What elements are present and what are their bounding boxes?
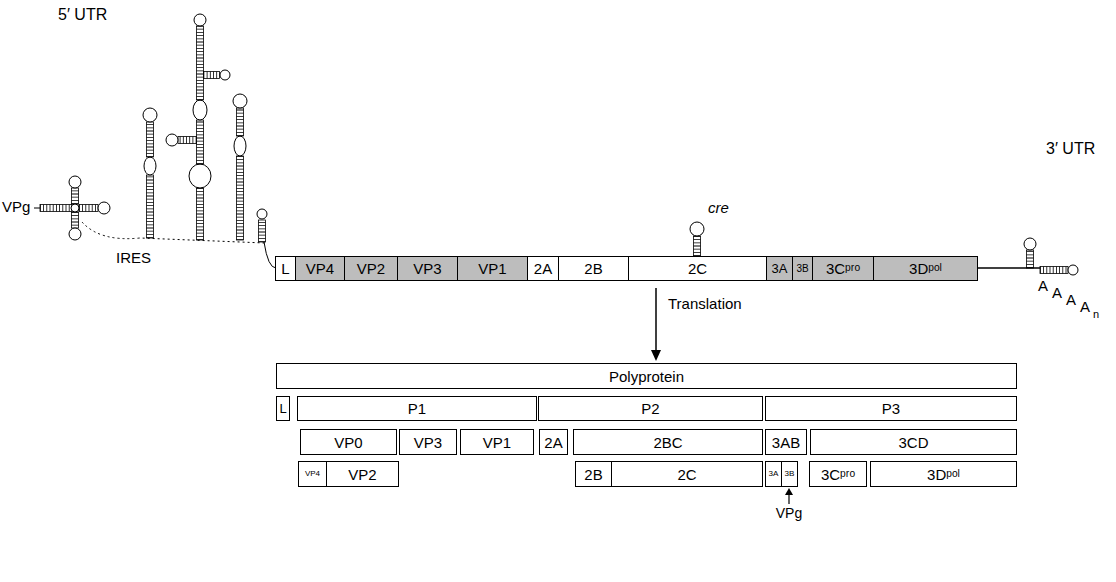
- mature-protein-box: VP2: [326, 461, 399, 487]
- box-label: 3CD: [898, 435, 928, 450]
- box-label: 2BC: [653, 435, 682, 450]
- box-label: VP4: [305, 470, 320, 478]
- vpg-label: VPg: [776, 506, 802, 521]
- genome-region: L: [275, 256, 296, 281]
- box-label: Polyprotein: [609, 369, 684, 384]
- box-label: 2C: [688, 261, 707, 276]
- box-label: VP4: [306, 261, 334, 276]
- mature-protein-box: 3A: [765, 461, 782, 487]
- box-label: VP0: [334, 435, 362, 450]
- box-label: L: [281, 261, 289, 276]
- genome-region: VP2: [344, 256, 398, 281]
- genome-region: 3Cᵖʳᵒ: [812, 256, 874, 281]
- intermediate-box: VP1: [460, 429, 534, 455]
- precursor-box: L: [276, 396, 290, 421]
- intermediate-box: 2A: [539, 429, 568, 455]
- box-label: VP3: [413, 261, 441, 276]
- polyprotein-box: Polyprotein: [276, 363, 1017, 389]
- box-label: VP2: [357, 261, 385, 276]
- region-label: 5′ UTR: [58, 6, 107, 24]
- element-label: cre: [708, 200, 729, 217]
- structure-label: IRES: [116, 250, 151, 267]
- mature-protein-box: 3Dᵖᵒˡ: [870, 461, 1017, 487]
- polya-letter: A: [1052, 285, 1062, 302]
- region-label: 3′ UTR: [1046, 140, 1095, 158]
- genome-region: VP1: [457, 256, 528, 281]
- edge-label: Translation: [668, 296, 742, 313]
- mature-protein-box: 2C: [611, 461, 763, 487]
- box-label: 3AB: [772, 435, 800, 450]
- genome-region: 2A: [527, 256, 559, 281]
- box-label: 3Dᵖᵒˡ: [909, 261, 942, 276]
- intermediate-box: 2BC: [573, 429, 763, 455]
- box-label: 3B: [796, 264, 808, 274]
- box-label: 3B: [785, 470, 795, 478]
- box-label: VP3: [414, 435, 442, 450]
- box-label: 3A: [769, 470, 779, 478]
- polya-subscript: n: [1093, 308, 1099, 320]
- box-label: L: [279, 402, 286, 415]
- ires-structure: [34, 14, 276, 268]
- box-label: P1: [408, 401, 426, 416]
- vpg-leader-arrow: [785, 488, 793, 504]
- box-label: P3: [882, 401, 900, 416]
- vpg-label: VPg: [2, 199, 30, 216]
- box-label: VP1: [478, 261, 506, 276]
- precursor-box: P1: [297, 396, 537, 421]
- box-label: P2: [641, 401, 659, 416]
- box-label: 3A: [772, 262, 788, 275]
- precursor-box: P2: [538, 396, 763, 421]
- polya-letter: A: [1066, 292, 1076, 309]
- box-label: 2A: [534, 261, 552, 276]
- translation-arrow: [651, 288, 661, 361]
- genome-region: 3Dᵖᵒˡ: [873, 256, 978, 281]
- polya-letter: A: [1038, 278, 1048, 295]
- mature-protein-box: VP4: [298, 461, 327, 487]
- mature-protein-box: 3B: [781, 461, 798, 487]
- genome-region: 3B: [792, 256, 813, 281]
- box-label: 2A: [544, 435, 562, 450]
- box-label: VP2: [348, 467, 376, 482]
- utr3-structure: [977, 238, 1078, 275]
- intermediate-box: VP3: [399, 429, 457, 455]
- box-label: VP1: [483, 435, 511, 450]
- box-label: 3Cᵖʳᵒ: [821, 467, 855, 482]
- mature-protein-box: 3Cᵖʳᵒ: [809, 461, 867, 487]
- intermediate-box: 3AB: [765, 429, 807, 455]
- box-label: 2B: [584, 467, 602, 482]
- box-label: 2B: [584, 261, 602, 276]
- mature-protein-box: 2B: [575, 461, 612, 487]
- box-label: 2C: [677, 467, 696, 482]
- intermediate-box: 3CD: [810, 429, 1017, 455]
- intermediate-box: VP0: [300, 429, 397, 455]
- genome-region: 2C: [628, 256, 767, 281]
- precursor-box: P3: [765, 396, 1017, 421]
- box-label: 3Cᵖʳᵒ: [826, 261, 860, 276]
- box-label: 3Dᵖᵒˡ: [927, 467, 960, 482]
- genome-region: VP4: [295, 256, 345, 281]
- cre-hairpin: [690, 222, 704, 256]
- polya-letter: A: [1080, 299, 1090, 316]
- genome-region: 3A: [766, 256, 793, 281]
- genome-region: 2B: [558, 256, 629, 281]
- genome-region: VP3: [397, 256, 458, 281]
